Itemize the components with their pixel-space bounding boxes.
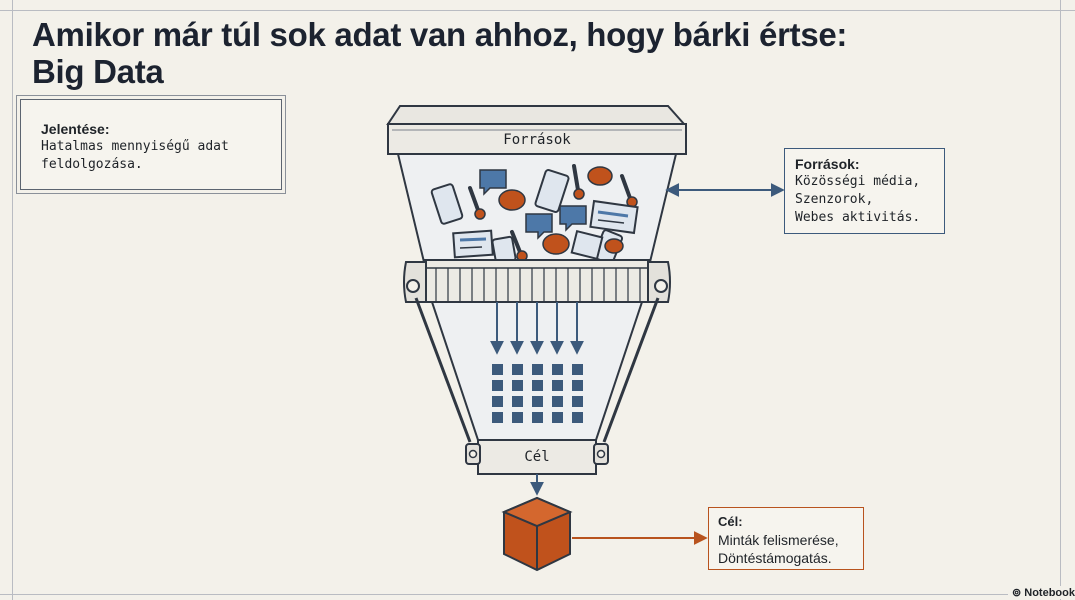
funnel-collar — [403, 259, 671, 303]
page-title: Amikor már túl sok adat van ahhoz, hogy … — [32, 16, 847, 90]
meaning-label: Jelentése: — [41, 121, 110, 137]
sources-label: Források: — [795, 156, 860, 172]
flow-arrows — [490, 302, 584, 355]
frame-top-line — [0, 10, 1075, 11]
funnel-bottom-label: Cél — [524, 449, 549, 465]
chat-bubble-icon — [587, 166, 613, 186]
thermometer-icon — [468, 186, 486, 220]
sources-box: Források: Közösségi média, Szenzorok, We… — [784, 148, 945, 234]
thermometer-icon — [572, 164, 585, 200]
page-title-line2: Big Data — [32, 53, 164, 90]
funnel-top-rim — [386, 105, 687, 155]
chat-bubble-icon — [604, 238, 624, 254]
smartphone-icon — [534, 169, 570, 213]
meaning-text: Hatalmas mennyiségű adat feldolgozása. — [41, 139, 229, 172]
structured-data-grid — [492, 364, 583, 423]
frame-right-line — [1060, 0, 1061, 600]
funnel-right-strut — [602, 297, 660, 443]
goal-box: Cél: Minták felismerése, Döntéstámogatás… — [708, 507, 864, 570]
data-icons — [430, 164, 639, 265]
funnel-top-label: Források — [503, 132, 571, 148]
meaning-box: Jelentése: Hatalmas mennyiségű adat feld… — [16, 95, 286, 194]
brand-logo: ⊚ Notebook — [1007, 586, 1075, 599]
funnel-left-strut — [414, 297, 472, 443]
brand-text: Notebook — [1024, 587, 1075, 599]
chat-bubble-icon — [542, 233, 570, 255]
page-title-line1: Amikor már túl sok adat van ahhoz, hogy … — [32, 16, 848, 53]
chat-bubble-icon — [525, 213, 553, 240]
goal-label: Cél: — [718, 514, 743, 529]
frame-left-line — [12, 0, 13, 600]
chat-bubble-icon — [559, 205, 587, 232]
smartphone-icon — [430, 183, 464, 225]
sources-text: Közösségi média, Szenzorok, Webes aktivi… — [795, 174, 921, 225]
goal-text: Minták felismerése, Döntéstámogatás. — [718, 532, 839, 566]
news-article-icon — [589, 199, 639, 235]
funnel-outlet — [465, 439, 609, 475]
news-article-icon — [570, 229, 604, 261]
chat-bubble-icon — [479, 169, 507, 196]
chat-bubble-icon — [498, 189, 526, 211]
news-article-icon — [452, 229, 494, 259]
frame-bottom-line — [0, 594, 1075, 595]
cube-icon — [501, 496, 573, 572]
